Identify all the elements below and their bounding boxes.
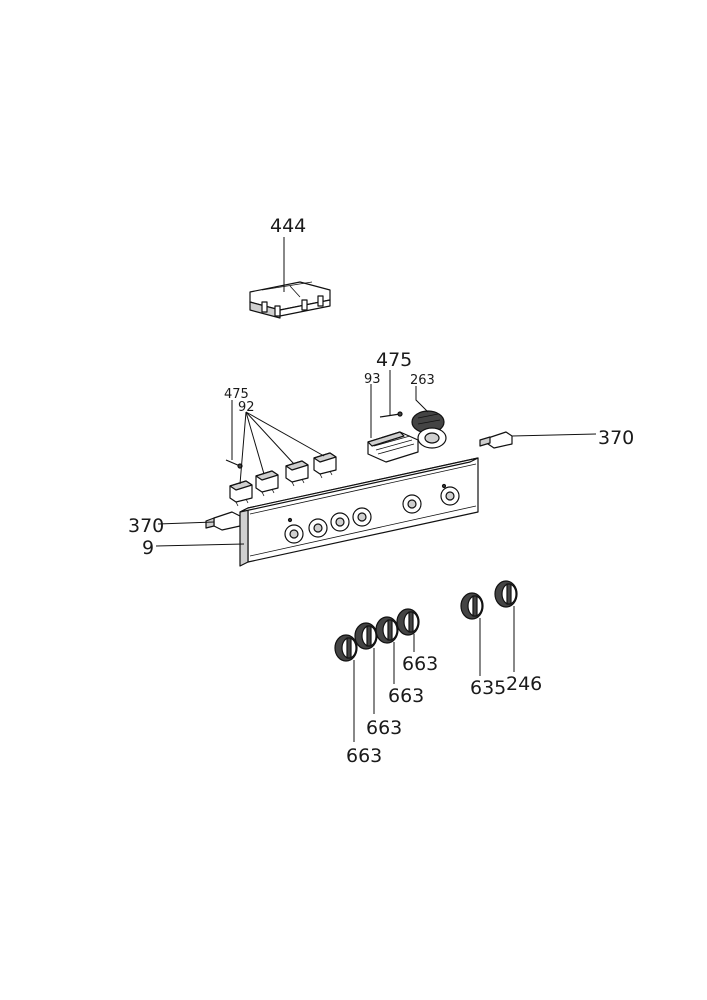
part-92-switch-3 — [285, 460, 309, 487]
label-263: 263 — [410, 373, 435, 388]
part-370-clip-left — [205, 511, 241, 531]
label-475-top: 475 — [376, 349, 412, 371]
label-663-d: 663 — [346, 745, 382, 767]
part-663-knob-2 — [354, 622, 378, 650]
label-92: 92 — [238, 400, 255, 415]
part-92-switch-1 — [229, 480, 253, 507]
part-92-switch-4 — [313, 452, 337, 479]
part-635-knob — [460, 592, 484, 620]
part-475-screw-left — [225, 459, 243, 469]
part-9-control-panel — [239, 457, 479, 567]
part-444-bracket — [249, 281, 331, 319]
part-93-switch-block — [367, 431, 419, 463]
part-475-screw-top — [379, 411, 403, 418]
part-246-knob — [494, 580, 518, 608]
label-635: 635 — [470, 677, 506, 699]
label-663-b: 663 — [388, 685, 424, 707]
panel-knob-holes — [284, 486, 460, 544]
label-663-c: 663 — [366, 717, 402, 739]
label-246: 246 — [506, 673, 542, 695]
part-663-knob-3 — [375, 616, 399, 644]
label-9: 9 — [142, 537, 154, 559]
part-263-switch-cap — [411, 410, 447, 449]
part-92-switch-2 — [255, 470, 279, 497]
label-444: 444 — [270, 215, 306, 237]
part-663-knob-1 — [334, 634, 358, 662]
part-370-clip-right — [479, 431, 513, 449]
label-93: 93 — [364, 372, 381, 387]
part-663-knob-4 — [396, 608, 420, 636]
label-370-right: 370 — [598, 427, 634, 449]
label-475-left: 475 — [224, 387, 249, 402]
label-663-a: 663 — [402, 653, 438, 675]
label-370-left: 370 — [128, 515, 164, 537]
